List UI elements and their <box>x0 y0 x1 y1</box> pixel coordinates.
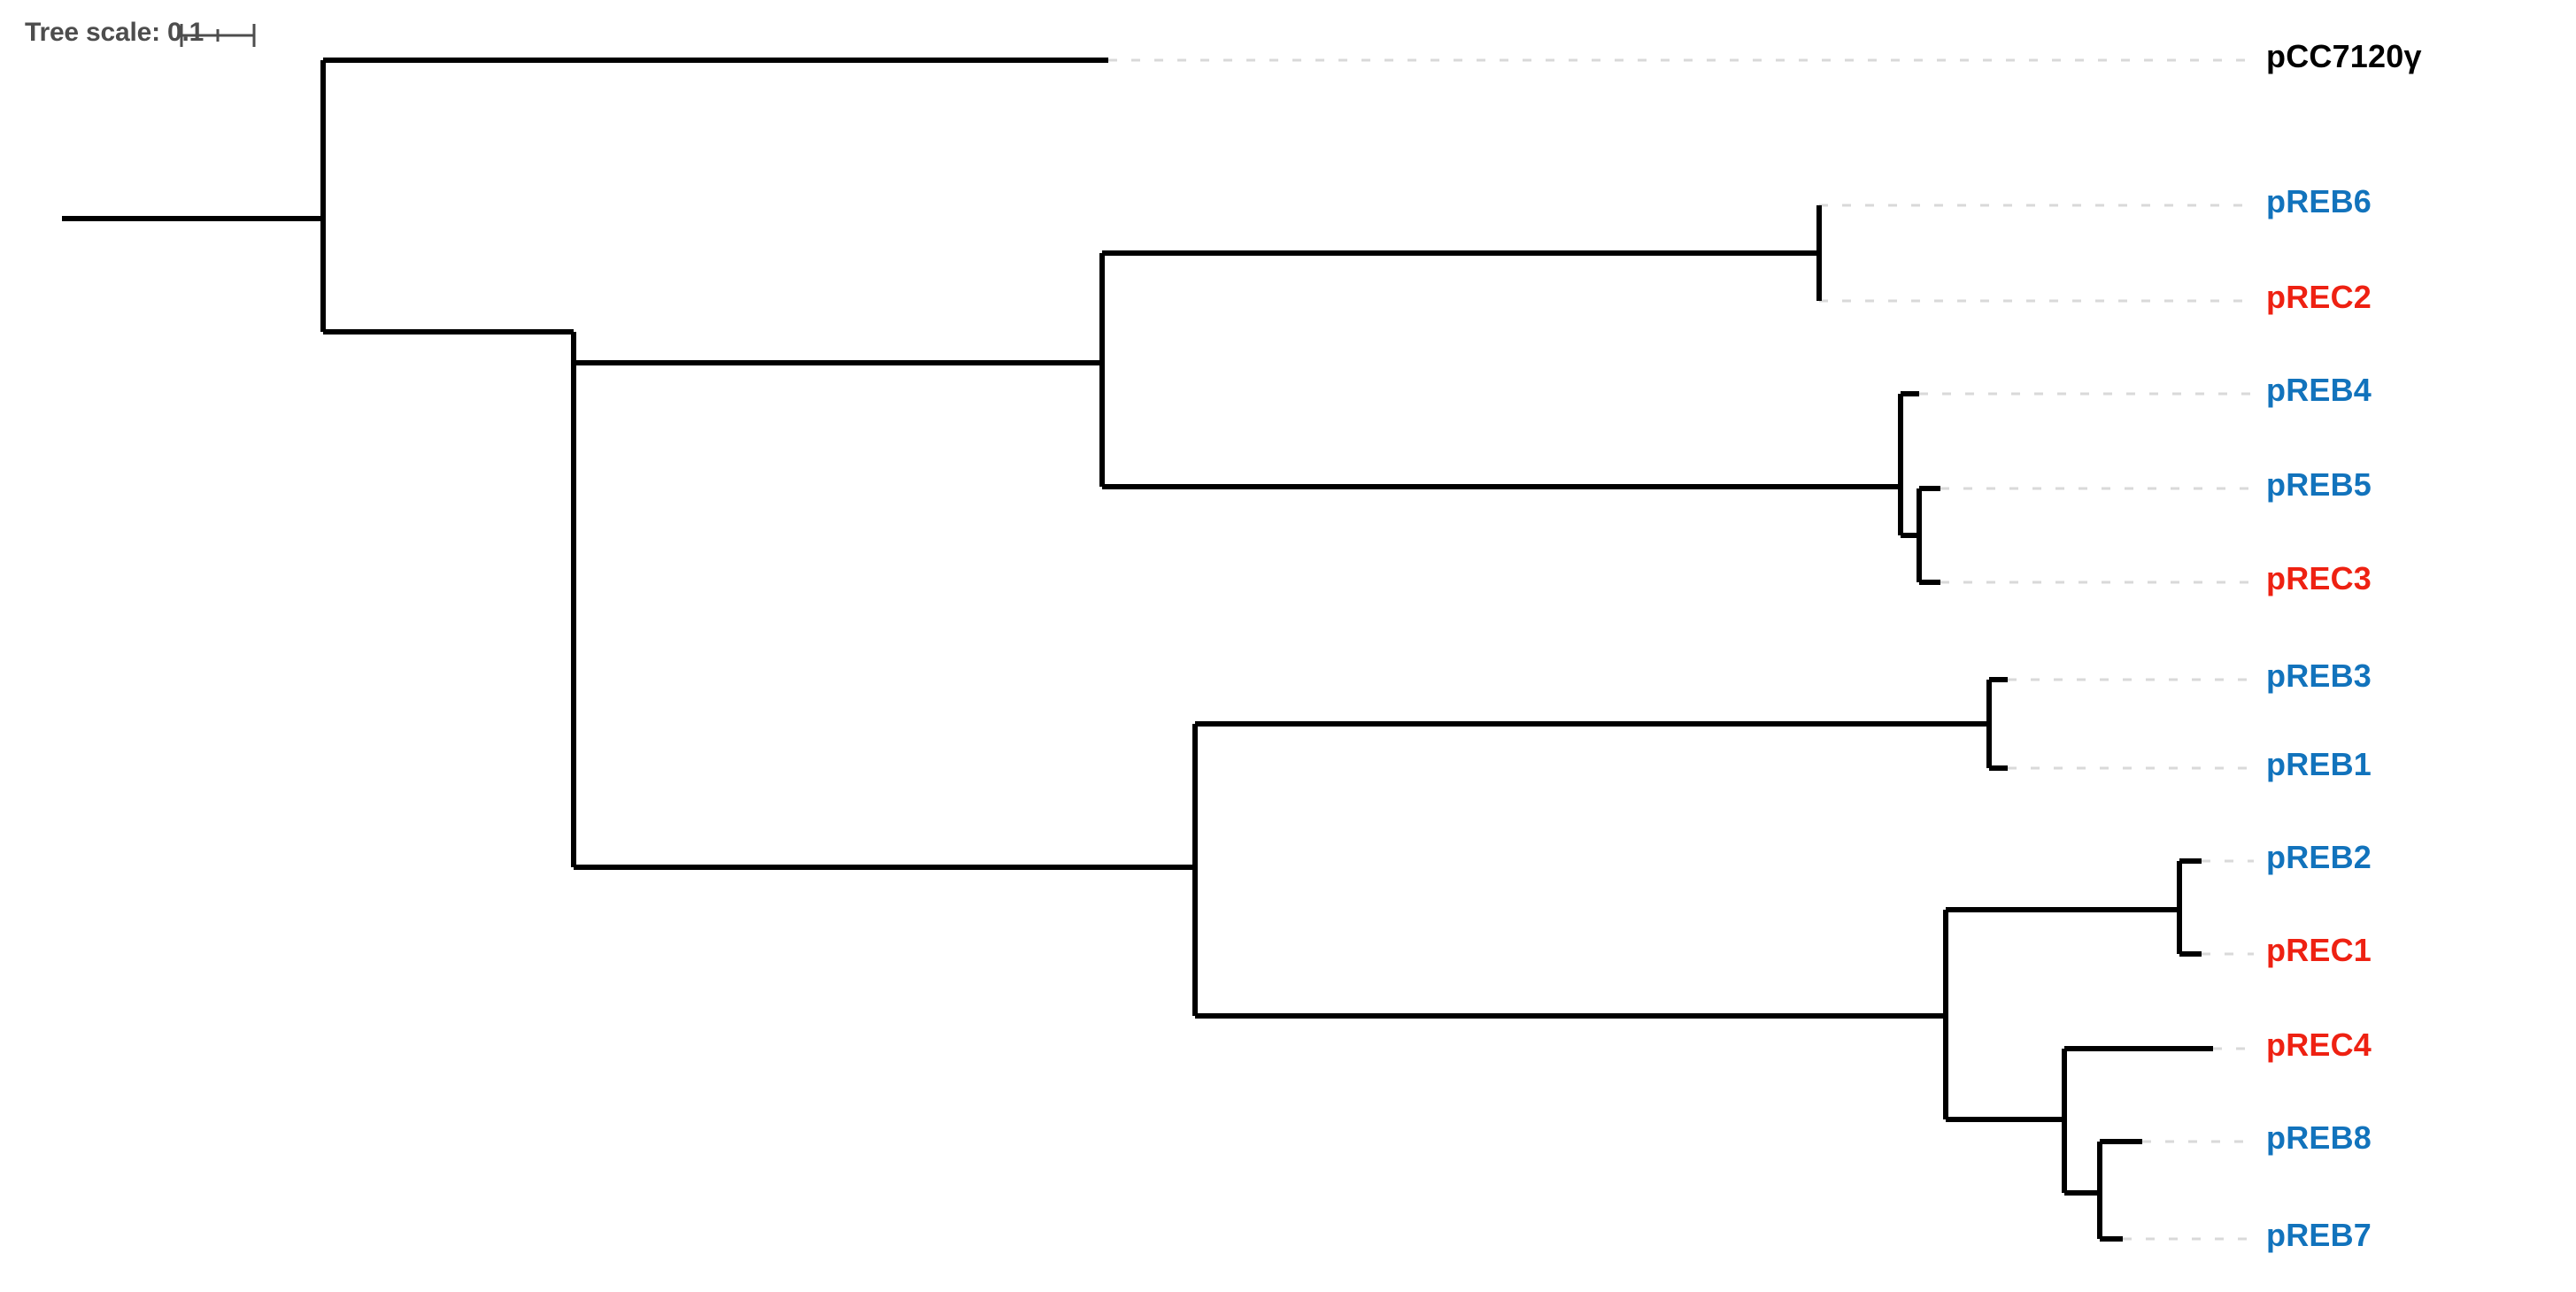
leaf-label-preb7[interactable]: pREB7 <box>2266 1217 2372 1253</box>
leaf-label-pcc7120[interactable]: pCC7120γ <box>2266 38 2422 74</box>
leaf-label-prec2[interactable]: pREC2 <box>2266 279 2372 315</box>
leaf-label-preb1[interactable]: pREB1 <box>2266 746 2372 782</box>
leaf-label-prec4[interactable]: pREC4 <box>2266 1027 2372 1063</box>
leaf-label-preb4[interactable]: pREB4 <box>2266 372 2372 408</box>
tree-scale-label: Tree scale: 0.1 <box>25 18 204 47</box>
leaf-label-prec1[interactable]: pREC1 <box>2266 932 2372 968</box>
leaf-label-preb5[interactable]: pREB5 <box>2266 466 2372 503</box>
leaf-label-preb8[interactable]: pREB8 <box>2266 1119 2372 1156</box>
leaf-connector-lines <box>1108 58 2254 1241</box>
leaf-label-preb2[interactable]: pREB2 <box>2266 839 2372 875</box>
leaf-label-preb6[interactable]: pREB6 <box>2266 183 2372 219</box>
leaf-label-prec3[interactable]: pREC3 <box>2266 560 2372 596</box>
tree-branches <box>62 58 2213 1242</box>
leaf-label-preb3[interactable]: pREB3 <box>2266 658 2372 694</box>
scale-bar <box>180 24 256 47</box>
